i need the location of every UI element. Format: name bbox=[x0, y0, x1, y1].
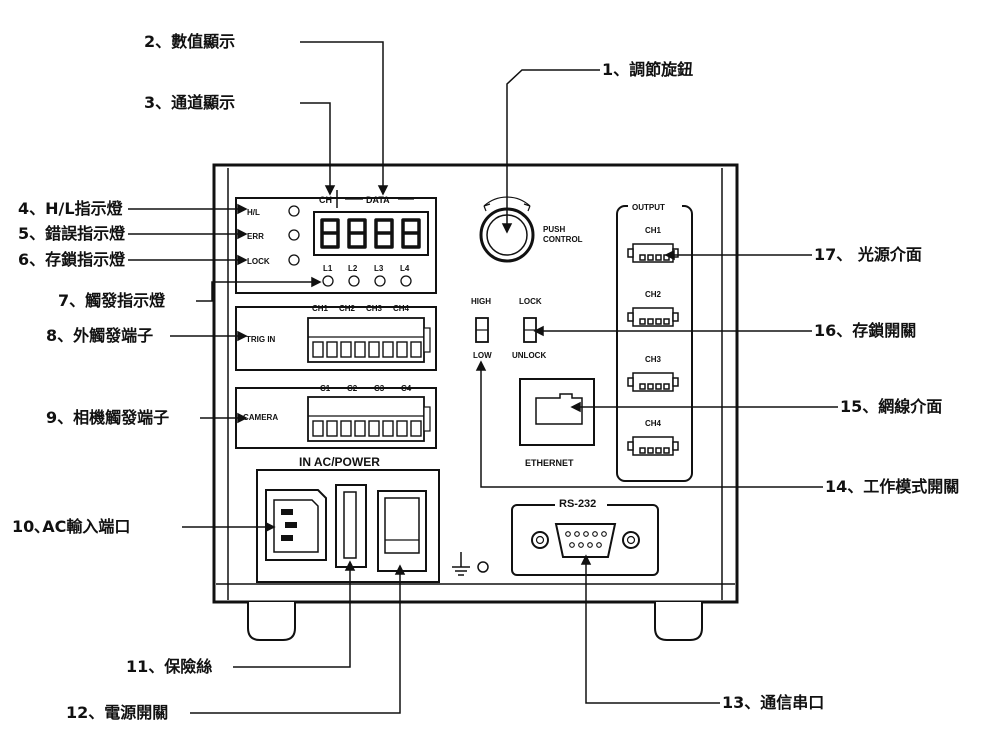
trig-ch-2: CH2 bbox=[339, 304, 356, 313]
callout-power-switch: 12、電源開關 bbox=[66, 703, 169, 722]
unlock-label: UNLOCK bbox=[512, 351, 546, 360]
callout-data-display: 2、數值顯示 bbox=[144, 32, 236, 51]
cam-ch-3: C3 bbox=[374, 384, 385, 393]
callout-error-indicator: 5、錯誤指示燈 bbox=[18, 224, 126, 243]
trigger-led-1 bbox=[322, 275, 334, 287]
output-panel: OUTPUT CH1 CH2 CH3 CH4 bbox=[616, 201, 693, 482]
high-label: HIGH bbox=[471, 297, 491, 306]
callout-camera-trigger: 9、相機觸發端子 bbox=[46, 408, 170, 427]
trig-ch-4: CH4 bbox=[393, 304, 410, 313]
ethernet-label: ETHERNET bbox=[525, 458, 574, 468]
lock-label: LOCK bbox=[247, 257, 270, 266]
callout-trigger-indicator: 7、觸發指示燈 bbox=[58, 291, 166, 310]
err-label: ERR bbox=[247, 232, 264, 241]
led-label-1: L1 bbox=[323, 264, 333, 273]
ac-inlet bbox=[265, 489, 327, 561]
callout-lock-switch: 16、存鎖開關 bbox=[814, 321, 917, 340]
power-switch bbox=[377, 490, 427, 572]
right-foot bbox=[654, 602, 703, 641]
ac-power-section: IN AC/POWER bbox=[256, 455, 440, 583]
err-led bbox=[288, 229, 300, 241]
output-connector-3 bbox=[627, 372, 679, 392]
output-connector-4 bbox=[627, 436, 679, 456]
trigger-led-2 bbox=[348, 275, 360, 287]
ground-symbol bbox=[452, 552, 489, 576]
trig-ch-1: CH1 bbox=[312, 304, 329, 313]
trigger-led-3 bbox=[374, 275, 386, 287]
callout-network-port: 15、網線介面 bbox=[840, 397, 943, 416]
callout-adjust-knob: 1、調節旋鈕 bbox=[602, 60, 694, 79]
led-label-2: L2 bbox=[348, 264, 358, 273]
left-foot bbox=[247, 602, 296, 641]
rs232-port: RS-232 bbox=[511, 496, 659, 576]
adjust-knob: PUSH CONTROL bbox=[479, 196, 583, 263]
callout-ac-input: 10､AC輸入端口 bbox=[12, 517, 131, 536]
control-label: CONTROL bbox=[543, 235, 583, 244]
cam-ch-4: C4 bbox=[401, 384, 412, 393]
ac-power-label: IN AC/POWER bbox=[299, 455, 380, 469]
display-panel: CH DATA H/L ERR LOCK L1 L2 L3 L4 bbox=[235, 190, 437, 294]
output-label: OUTPUT bbox=[632, 203, 665, 212]
lock-led bbox=[288, 254, 300, 266]
led-label-4: L4 bbox=[400, 264, 410, 273]
hl-led bbox=[288, 205, 300, 217]
output-ch-2: CH2 bbox=[645, 290, 662, 299]
ch-label: CH bbox=[319, 195, 332, 205]
hl-label: H/L bbox=[247, 208, 260, 217]
callout-lock-indicator: 6、存鎖指示燈 bbox=[18, 250, 126, 269]
output-connector-1 bbox=[627, 243, 679, 263]
push-label: PUSH bbox=[543, 225, 565, 234]
callout-external-trigger: 8、外觸發端子 bbox=[46, 326, 154, 345]
led-label-3: L3 bbox=[374, 264, 384, 273]
callout-serial-port: 13、通信串口 bbox=[722, 693, 825, 712]
leader-lines bbox=[128, 41, 838, 714]
fuse-holder bbox=[335, 484, 367, 568]
callout-channel-display: 3、通道顯示 bbox=[144, 93, 236, 112]
callout-fuse: 11、保險絲 bbox=[126, 657, 213, 676]
rs232-label: RS-232 bbox=[559, 498, 596, 510]
data-label: DATA bbox=[366, 195, 390, 205]
trig-ch-3: CH3 bbox=[366, 304, 383, 313]
seven-segment-display bbox=[313, 211, 429, 256]
camera-terminal: CAMERA C1 C2 C3 C4 bbox=[235, 384, 437, 449]
lock-switch-label: LOCK bbox=[519, 297, 542, 306]
output-connector-2 bbox=[627, 307, 679, 327]
callout-light-output: 17、 光源介面 bbox=[814, 245, 922, 264]
cam-ch-2: C2 bbox=[347, 384, 358, 393]
cam-ch-1: C1 bbox=[320, 384, 331, 393]
low-label: LOW bbox=[473, 351, 492, 360]
trig-in-label: TRIG IN bbox=[246, 335, 276, 344]
mode-switch: HIGH LOW bbox=[471, 297, 492, 360]
ethernet-port: ETHERNET bbox=[519, 378, 595, 468]
callout-hl-indicator: 4、H/L指示燈 bbox=[18, 199, 123, 218]
output-ch-3: CH3 bbox=[645, 355, 662, 364]
output-ch-4: CH4 bbox=[645, 419, 662, 428]
trigger-led-4 bbox=[400, 275, 412, 287]
trig-in-terminal: TRIG IN CH1 CH2 CH3 CH4 bbox=[235, 304, 437, 371]
callout-mode-switch: 14、工作模式開關 bbox=[825, 477, 960, 496]
output-ch-1: CH1 bbox=[645, 226, 662, 235]
camera-label: CAMERA bbox=[243, 413, 278, 422]
